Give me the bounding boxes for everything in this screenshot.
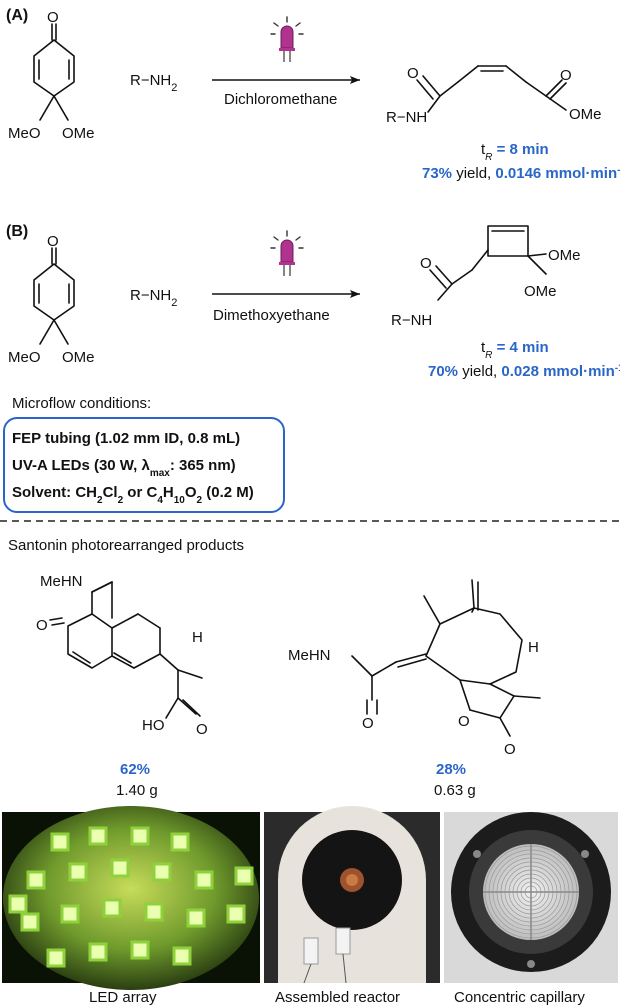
led-square bbox=[26, 870, 46, 890]
santonin-section: Santonin photorearranged products bbox=[8, 537, 541, 799]
led-square bbox=[46, 948, 66, 968]
santonin-1-acid: HO bbox=[142, 717, 165, 734]
led-square bbox=[172, 946, 192, 966]
led-square bbox=[110, 858, 130, 878]
scheme-a-tr: tR = 8 min bbox=[481, 141, 549, 163]
ketone-oxygen-a: O bbox=[47, 9, 59, 26]
scheme-b-amine: R−NH2 bbox=[130, 287, 177, 309]
scheme-a-meo: MeO bbox=[8, 125, 41, 142]
conditions-box bbox=[3, 417, 285, 513]
scheme-b: (B) O MeO OMe R−NH2 Dimethoxyethane bbox=[6, 223, 620, 380]
scheme-b-ome: OMe bbox=[62, 349, 95, 366]
led-square bbox=[60, 904, 80, 924]
caption-assembled-reactor: Assembled reactor bbox=[275, 989, 400, 1006]
scheme-b-tr: tR = 4 min bbox=[481, 339, 549, 361]
ester-oxygen-a: O bbox=[560, 67, 572, 84]
scheme-b-product bbox=[429, 225, 547, 301]
arrow-head-b bbox=[350, 290, 360, 298]
scheme-a-product-ome: OMe bbox=[569, 106, 602, 123]
led-square bbox=[68, 862, 88, 882]
led-icon-b bbox=[270, 230, 304, 277]
santonin-2-amide-o: O bbox=[362, 715, 374, 732]
scheme-b-label: (B) bbox=[6, 223, 28, 240]
scheme-b-yield: 70% yield, 0.028 mmol·min-1 bbox=[428, 363, 620, 381]
led-square bbox=[186, 908, 206, 928]
scheme-b-rnh: R−NH bbox=[391, 312, 432, 329]
conditions-line-2: UV-A LEDs (30 W, λmax: 365 nm) bbox=[12, 457, 236, 479]
led-grid bbox=[8, 826, 254, 968]
conditions-line-3: Solvent: CH2Cl2 or C4H10O2 (0.2 M) bbox=[12, 484, 254, 506]
led-square bbox=[50, 832, 70, 852]
led-square bbox=[88, 826, 108, 846]
led-square bbox=[226, 904, 246, 924]
led-square bbox=[130, 826, 150, 846]
scheme-a-solvent: Dichloromethane bbox=[224, 91, 337, 108]
arrow-head-a bbox=[350, 76, 360, 84]
scheme-a-label: (A) bbox=[6, 7, 28, 24]
santonin-product-1: MeHN O H HO O 62% 1.40 g bbox=[36, 573, 208, 799]
santonin-2-mass: 0.63 g bbox=[434, 782, 476, 799]
santonin-1-ketone-o: O bbox=[36, 617, 48, 634]
scheme-a-ome: OMe bbox=[62, 125, 95, 142]
scheme-a-product bbox=[416, 65, 567, 113]
conditions-heading: Microflow conditions: bbox=[12, 395, 151, 412]
scheme-a: (A) O MeO OMe R−NH2 Dichloromethane bbox=[6, 7, 620, 182]
santonin-2-h: H bbox=[528, 639, 539, 656]
ketone-oxygen-b: O bbox=[47, 233, 59, 250]
santonin-heading: Santonin photorearranged products bbox=[8, 537, 244, 554]
santonin-product-2: MeHN O O O H 28% 0.63 g bbox=[288, 579, 541, 799]
scheme-a-reactant bbox=[33, 23, 75, 121]
led-square bbox=[130, 940, 150, 960]
scheme-b-meo: MeO bbox=[8, 349, 41, 366]
caption-concentric-capillary: Concentric capillary bbox=[454, 989, 585, 1006]
santonin-2-ring-o: O bbox=[458, 713, 470, 730]
conditions-line-1: FEP tubing (1.02 mm ID, 0.8 mL) bbox=[12, 430, 240, 447]
led-square bbox=[144, 902, 164, 922]
led-square bbox=[20, 912, 40, 932]
photo-concentric-capillary bbox=[444, 812, 618, 983]
scheme-b-reactant bbox=[33, 247, 75, 345]
santonin-1-h: H bbox=[192, 629, 203, 646]
amide-oxygen-b: O bbox=[420, 255, 432, 272]
led-square bbox=[152, 862, 172, 882]
santonin-2-lactone-o: O bbox=[504, 741, 516, 758]
amide-oxygen-a: O bbox=[407, 65, 419, 82]
led-square bbox=[8, 894, 28, 914]
santonin-2-yield: 28% bbox=[436, 761, 466, 778]
led-square bbox=[234, 866, 254, 886]
scheme-a-rnh: R−NH bbox=[386, 109, 427, 126]
led-square bbox=[88, 942, 108, 962]
photo-assembled-reactor bbox=[264, 806, 440, 984]
led-square bbox=[170, 832, 190, 852]
santonin-1-group: MeHN bbox=[40, 573, 83, 590]
caption-led-array: LED array bbox=[89, 989, 157, 1006]
scheme-b-ome-2: OMe bbox=[524, 283, 557, 300]
santonin-1-mass: 1.40 g bbox=[116, 782, 158, 799]
scheme-b-solvent: Dimethoxyethane bbox=[213, 307, 330, 324]
santonin-1-yield: 62% bbox=[120, 761, 150, 778]
led-square bbox=[194, 870, 214, 890]
santonin-2-group: MeHN bbox=[288, 647, 331, 664]
led-square bbox=[102, 898, 122, 918]
scheme-b-ome-1: OMe bbox=[548, 247, 581, 264]
santonin-1-acid-o: O bbox=[196, 721, 208, 738]
photo-led-array bbox=[2, 806, 260, 990]
scheme-a-yield: 73% yield, 0.0146 mmol·min-1 bbox=[422, 165, 620, 183]
led-icon-a bbox=[270, 16, 304, 63]
microflow-conditions: Microflow conditions: FEP tubing (1.02 m… bbox=[3, 395, 285, 513]
scheme-a-amine: R−NH2 bbox=[130, 72, 177, 94]
